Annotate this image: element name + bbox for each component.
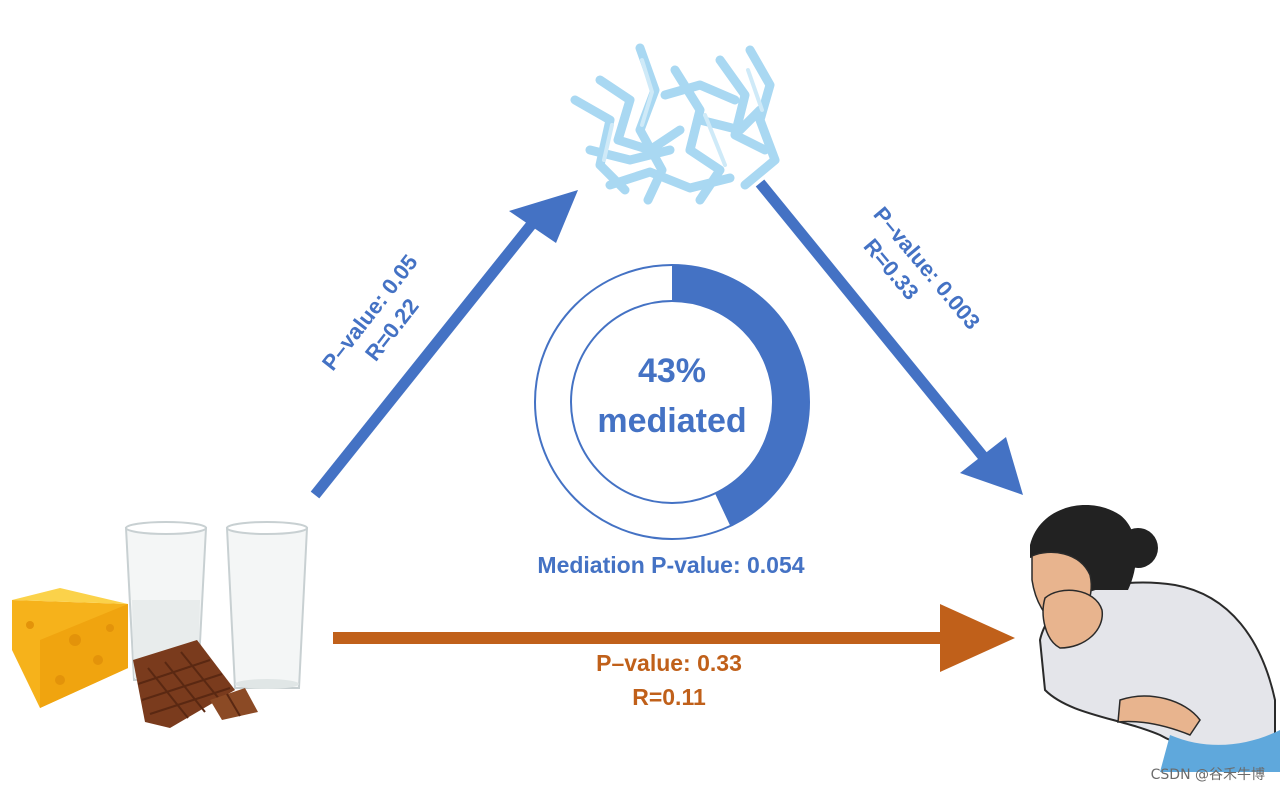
- mediation-p-value: Mediation P-value: 0.054: [537, 552, 804, 578]
- microbiome-to-symptom-arrow: [755, 179, 1023, 495]
- donut-percent-label: 43%: [638, 352, 706, 390]
- chocolate-bar-icon: [133, 640, 258, 728]
- milk-glass-right-icon: [225, 521, 309, 689]
- direct-path-p-value: P–value: 0.33: [596, 650, 742, 676]
- mediated-fraction-arc: [672, 265, 810, 526]
- direct-path-r: R=0.11: [632, 684, 706, 710]
- watermark: CSDN @谷禾牛博: [1151, 766, 1265, 783]
- cheese-icon: [12, 588, 128, 708]
- cheese-milk-chocolate-icon: [12, 521, 309, 728]
- right-path-stats: P–value: 0.003 R=0.33: [859, 202, 985, 334]
- direct-effect-arrow: [333, 604, 1015, 672]
- donut-mediated-label: mediated: [597, 402, 746, 440]
- mediation-donut: [534, 264, 810, 540]
- food-to-microbiome-arrow: [310, 190, 578, 499]
- nauseous-woman-icon: [1030, 505, 1280, 772]
- gut-microbiome-icon: [570, 43, 780, 205]
- left-path-stats: P–value: 0.05 R=0.22: [317, 250, 424, 375]
